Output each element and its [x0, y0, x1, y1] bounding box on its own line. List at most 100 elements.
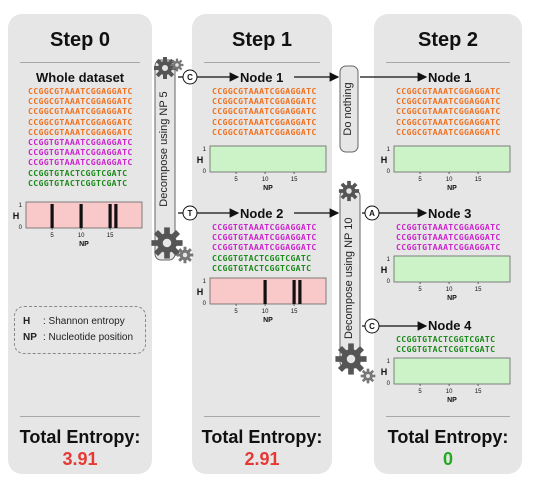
plot-area: [393, 357, 511, 385]
badge-c-step1-text: C: [187, 73, 193, 82]
badge-t-step1-text: T: [188, 209, 193, 218]
entropy-bar: [108, 204, 112, 228]
sequence-row: CCGGCGTAAATCGGAGGATC: [212, 126, 317, 137]
sequence-row: CCGGCGTAAATCGGAGGATC: [212, 96, 317, 107]
step2-title: Step 2: [417, 29, 479, 51]
x-axis-label: NP: [447, 397, 457, 404]
entropy-bar: [263, 280, 267, 304]
plot-area: [393, 255, 511, 283]
step0-top-separator: [20, 62, 140, 63]
whole-dataset-label: Whole dataset: [36, 70, 125, 85]
gear-icon: [360, 368, 376, 384]
sequence-row: CCGGCGTAAATCGGAGGATC: [28, 116, 133, 127]
x-axis-label: NP: [447, 185, 457, 192]
entropy-bar: [50, 204, 54, 228]
entropy-bar: [292, 280, 296, 304]
x-tick-label: 5: [234, 309, 238, 315]
step1-bottom-separator: [204, 416, 320, 417]
gear-icon: [170, 58, 184, 72]
y-tick-label: 1: [387, 147, 391, 153]
sequence-row: CCGGCGTAAATCGGAGGATC: [396, 116, 501, 127]
badge-c-step2-text: C: [369, 322, 375, 331]
sequence-row: CCGGCGTAAATCGGAGGATC: [28, 86, 133, 96]
y-tick-label: 0: [203, 169, 207, 175]
gear-icon: [338, 180, 360, 202]
step1-panel: [192, 14, 332, 474]
x-axis-label: NP: [263, 185, 273, 192]
y-tick-label: 0: [387, 279, 391, 285]
gear-icon: [176, 246, 194, 264]
x-tick-label: 15: [475, 287, 482, 293]
x-tick-label: 5: [234, 177, 238, 183]
entropy-bar: [114, 204, 118, 228]
x-axis-label: NP: [263, 317, 273, 324]
badge-c-step2: [364, 318, 380, 334]
badge-a-step2: [364, 205, 380, 221]
sequence-row: CCGGCGTAAATCGGAGGATC: [396, 96, 501, 107]
x-tick-label: 10: [446, 287, 453, 293]
y-axis-label: H: [197, 155, 204, 165]
x-tick-label: 10: [262, 309, 269, 315]
sequence-row: CCGGTGTAAATCGGAGGATC: [28, 137, 133, 148]
step0-total-label: Total Entropy:: [19, 427, 141, 447]
x-tick-label: 15: [291, 177, 298, 183]
legend-h-text: : Shannon entropy: [43, 316, 125, 327]
x-tick-label: 5: [418, 389, 422, 395]
y-axis-label: H: [381, 265, 388, 275]
step2-node1-label: Node 1: [428, 70, 472, 85]
sequence-row: CCGGCGTAAATCGGAGGATC: [28, 126, 133, 137]
plot-area: [209, 277, 327, 305]
gear-icon: [151, 227, 183, 259]
y-tick-label: 0: [19, 225, 23, 231]
sequence-row: CCGGTGTACTCGGTCGATC: [396, 344, 496, 355]
sequence-row: CCGGTGTACTCGGTCGATC: [28, 177, 128, 188]
sequence-row: CCGGCGTAAATCGGAGGATC: [212, 86, 317, 96]
step2-node4-label: Node 4: [428, 318, 472, 333]
x-tick-label: 5: [50, 233, 54, 239]
sequence-row: CCGGTGTACTCGGTCGATC: [396, 334, 496, 344]
x-tick-label: 15: [291, 309, 298, 315]
x-tick-label: 15: [475, 389, 482, 395]
sequence-row: CCGGCGTAAATCGGAGGATC: [28, 96, 133, 107]
step1-node2-label: Node 2: [240, 206, 284, 221]
sequence-row: CCGGCGTAAATCGGAGGATC: [396, 106, 501, 117]
y-tick-label: 0: [203, 301, 207, 307]
step2-bottom-separator: [386, 416, 510, 417]
x-tick-label: 10: [446, 389, 453, 395]
gear-icon: [154, 57, 176, 79]
y-tick-label: 1: [203, 147, 207, 153]
badge-c-step1: [182, 69, 198, 85]
x-tick-label: 10: [78, 233, 85, 239]
sequence-row: CCGGTGTAAATCGGAGGATC: [28, 157, 133, 168]
x-tick-label: 10: [262, 177, 269, 183]
sequence-row: CCGGCGTAAATCGGAGGATC: [212, 116, 317, 127]
plot-area: [393, 145, 511, 173]
step0-bottom-separator: [20, 416, 140, 417]
y-tick-label: 1: [203, 279, 207, 285]
step0-panel: [8, 14, 152, 474]
y-axis-label: H: [381, 155, 388, 165]
sequence-row: CCGGTGTAAATCGGAGGATC: [28, 147, 133, 158]
y-axis-label: H: [381, 367, 388, 377]
sequence-row: CCGGCGTAAATCGGAGGATC: [396, 126, 501, 137]
decompose-np5-text: Decompose using NP 5: [158, 91, 170, 207]
entropy-bar: [298, 280, 302, 304]
x-tick-label: 15: [107, 233, 114, 239]
y-tick-label: 1: [387, 359, 391, 365]
legend-h-key: H: [23, 316, 31, 327]
x-axis-label: NP: [79, 241, 89, 248]
step2-node3-label: Node 3: [428, 206, 472, 221]
y-tick-label: 1: [387, 257, 391, 263]
step2-total-value: 0: [442, 449, 453, 469]
step2-total-label: Total Entropy:: [387, 427, 509, 447]
sequence-row: CCGGTGTAAATCGGAGGATC: [396, 232, 501, 243]
x-axis-label: NP: [447, 295, 457, 302]
